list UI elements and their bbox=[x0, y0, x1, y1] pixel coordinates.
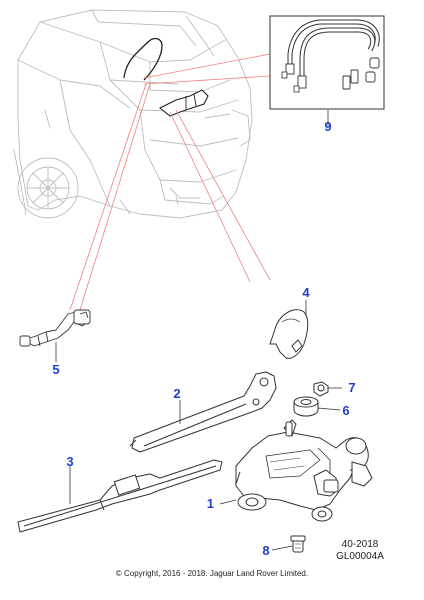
wiper-motor-on-vehicle bbox=[158, 89, 209, 117]
grommet bbox=[293, 396, 319, 417]
leader-lines bbox=[69, 53, 271, 311]
bolt bbox=[290, 535, 306, 553]
nut bbox=[313, 381, 329, 397]
hose-kit-inset bbox=[269, 15, 385, 110]
wiper-arm bbox=[129, 371, 277, 453]
wiper-motor-cover bbox=[269, 309, 309, 359]
wiper-blade bbox=[17, 459, 223, 533]
copyright-notice: © Copyright, 2016 - 2018. Jaguar Land Ro… bbox=[116, 569, 308, 578]
callout-8: 8 bbox=[262, 543, 269, 558]
callout-2: 2 bbox=[173, 386, 180, 401]
callout-5: 5 bbox=[52, 362, 59, 377]
callout-6: 6 bbox=[342, 403, 349, 418]
callout-9: 9 bbox=[324, 119, 331, 134]
wiper-motor bbox=[235, 419, 373, 522]
callout-leaders bbox=[55, 110, 342, 551]
reference-code: GL00004A bbox=[336, 551, 384, 562]
callout-4: 4 bbox=[302, 285, 310, 300]
callout-7: 7 bbox=[348, 380, 355, 395]
callout-1: 1 bbox=[207, 496, 214, 511]
callout-3: 3 bbox=[66, 454, 73, 469]
washer-jet-hose bbox=[19, 309, 91, 347]
reference-date: 40-2018 bbox=[342, 539, 379, 550]
vehicle-rear-outline bbox=[13, 9, 253, 219]
washer-hose-on-vehicle bbox=[123, 37, 163, 81]
